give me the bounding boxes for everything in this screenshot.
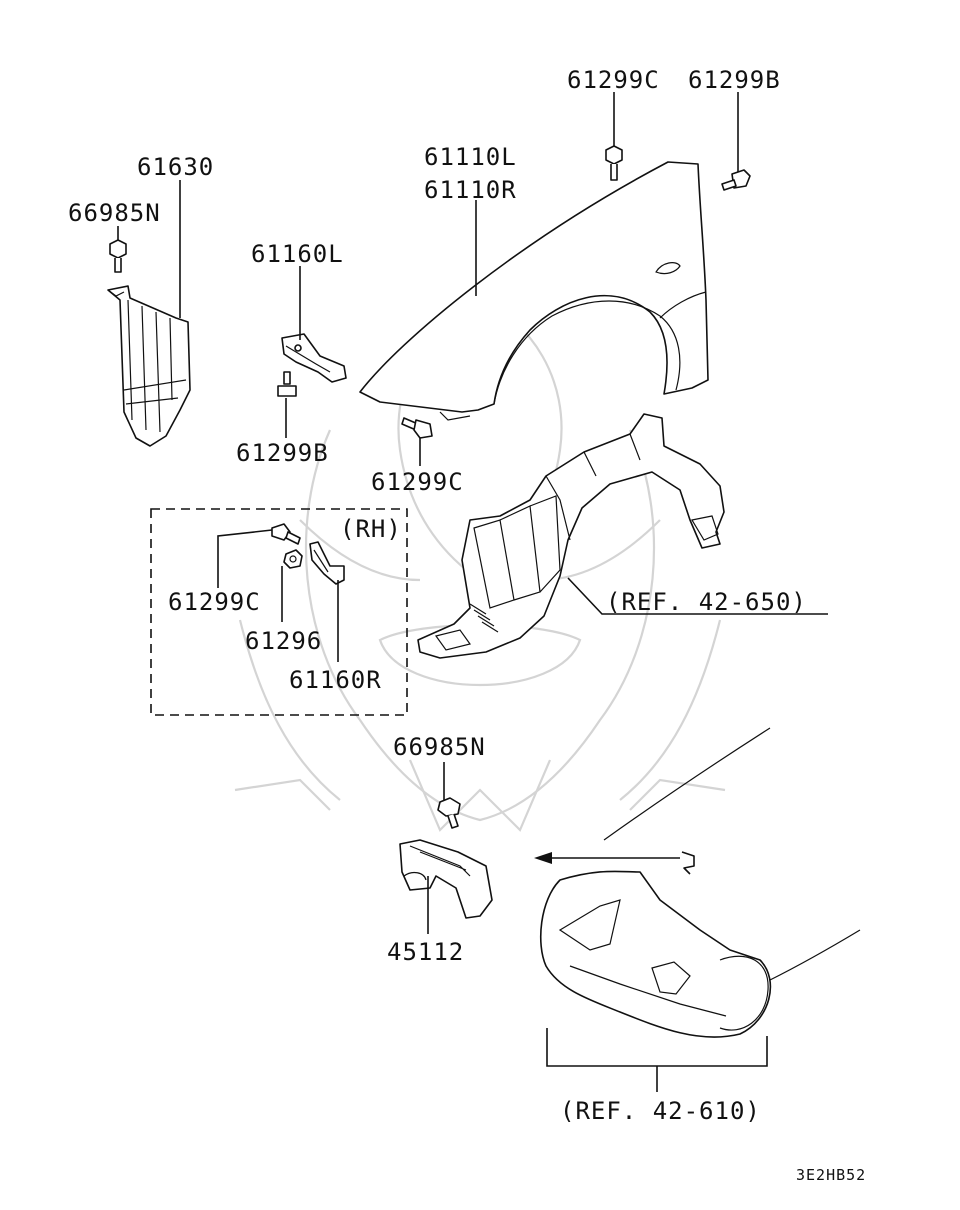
bolt-66985n-left-icon — [109, 239, 127, 273]
label-61160r: 61160R — [289, 666, 382, 694]
bolt-61299b-mid-icon — [277, 371, 297, 397]
label-66985n-left: 66985N — [68, 199, 161, 227]
bolt-61299c-top-icon — [605, 145, 623, 181]
leader-lines — [117, 92, 828, 1092]
label-61160l: 61160L — [251, 240, 344, 268]
label-66985n-bottom: 66985N — [393, 733, 486, 761]
label-61110r: 61110R — [424, 176, 517, 204]
part-61160r-bracket — [309, 541, 345, 585]
bolt-61299c-rh-icon — [271, 523, 301, 545]
bolt-61299c-mid-icon — [401, 417, 433, 439]
part-inner-fender-liner — [417, 413, 725, 659]
label-61630: 61630 — [137, 153, 214, 181]
nut-61296-icon — [283, 549, 303, 569]
label-61299b-top: 61299B — [688, 66, 781, 94]
label-ref-42-610: (REF. 42-610) — [560, 1097, 761, 1125]
label-61110l: 61110L — [424, 143, 517, 171]
label-61299c-mid: 61299C — [371, 468, 464, 496]
rh-detail-box — [150, 508, 408, 716]
part-61160l-bracket — [281, 333, 347, 383]
connection-arrow — [534, 851, 695, 875]
bolt-66985n-bottom-icon — [437, 797, 461, 829]
label-ref-42-650: (REF. 42-650) — [606, 588, 807, 616]
label-61296: 61296 — [245, 627, 322, 655]
label-61299c-rh: 61299C — [168, 588, 261, 616]
part-61630-splash-shield — [107, 285, 191, 447]
label-61299c-top: 61299C — [567, 66, 660, 94]
label-45112: 45112 — [387, 938, 464, 966]
part-45112-bracket — [399, 839, 493, 919]
diagram-code: 3E2HB52 — [796, 1166, 866, 1184]
label-rh: (RH) — [340, 515, 402, 543]
label-61299b-mid: 61299B — [236, 439, 329, 467]
bolt-61299b-top-icon — [721, 169, 751, 191]
part-front-bumper — [540, 727, 861, 1038]
watermark-emblem — [234, 298, 726, 832]
part-61110-front-fender — [359, 161, 709, 421]
